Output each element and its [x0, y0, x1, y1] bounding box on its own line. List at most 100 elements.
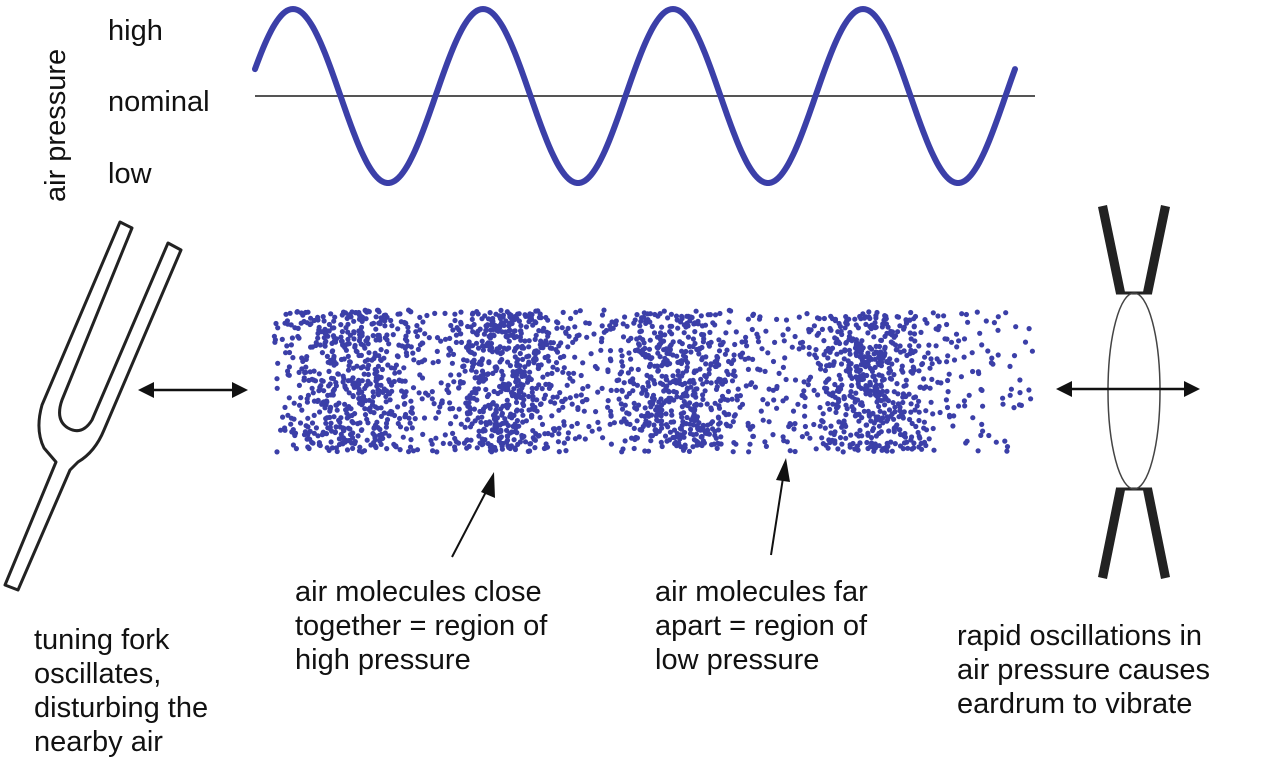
- molecule-dot: [497, 324, 503, 330]
- molecule-dot: [668, 342, 674, 348]
- molecule-dot: [545, 317, 551, 323]
- molecule-dot: [305, 415, 311, 421]
- molecule-dot: [375, 391, 381, 397]
- molecule-dot: [516, 311, 522, 317]
- molecule-dot: [359, 332, 365, 339]
- molecule-dot: [473, 390, 479, 396]
- molecule-dot: [452, 311, 458, 317]
- molecule-dot: [743, 383, 749, 389]
- molecule-dot: [879, 377, 886, 383]
- molecule-dot: [406, 449, 412, 455]
- molecule-dot: [724, 347, 730, 353]
- molecule-dot: [638, 328, 645, 334]
- molecule-dot: [772, 339, 778, 345]
- molecule-dot: [817, 362, 824, 368]
- molecule-dot: [537, 414, 543, 421]
- molecule-dot: [353, 348, 359, 354]
- molecule-dot: [534, 408, 540, 414]
- molecule-dot: [344, 341, 350, 347]
- molecule-dot: [659, 373, 665, 379]
- molecule-dot: [356, 338, 362, 344]
- molecule-dot: [658, 333, 664, 339]
- molecule-dot: [704, 379, 710, 385]
- molecule-dot: [976, 370, 982, 377]
- molecule-dot: [943, 397, 950, 403]
- molecule-dot: [560, 404, 566, 410]
- molecule-dot: [499, 319, 505, 326]
- molecule-dot: [633, 434, 639, 441]
- molecule-dot: [504, 346, 510, 352]
- molecule-dot: [346, 438, 352, 444]
- molecule-dot: [290, 427, 296, 433]
- molecule-dot: [400, 434, 406, 440]
- molecule-dot: [857, 401, 864, 407]
- molecule-dot: [889, 329, 896, 335]
- molecule-dot: [605, 368, 611, 375]
- molecule-dot: [327, 408, 333, 414]
- molecule-dot: [359, 449, 365, 455]
- molecule-dot: [522, 439, 529, 445]
- molecule-dot: [518, 330, 524, 336]
- molecule-dot: [916, 368, 922, 374]
- molecule-dot: [733, 329, 739, 335]
- molecule-dot: [930, 425, 936, 432]
- molecule-dot: [661, 338, 667, 344]
- molecule-dot: [494, 403, 500, 409]
- molecule-dot: [801, 388, 807, 394]
- molecule-dot: [684, 364, 690, 370]
- molecule-dot: [675, 372, 681, 378]
- molecule-dot: [666, 389, 672, 395]
- molecule-dot: [492, 411, 498, 417]
- molecule-dot: [974, 309, 980, 315]
- molecule-dot: [342, 401, 348, 407]
- molecule-dot: [679, 422, 685, 429]
- molecule-dot: [528, 376, 534, 383]
- molecule-dot: [475, 328, 481, 334]
- molecule-dot: [843, 340, 849, 346]
- molecule-dot: [490, 370, 496, 376]
- molecule-dot: [333, 445, 339, 451]
- molecule-dot: [374, 405, 381, 411]
- molecule-dot: [806, 377, 812, 383]
- molecule-dot: [505, 443, 511, 449]
- molecule-dot: [680, 419, 686, 425]
- molecule-dot: [582, 436, 588, 442]
- molecule-dot: [329, 340, 335, 346]
- molecule-dot: [903, 319, 910, 325]
- molecule-dot: [622, 438, 628, 444]
- molecule-dot: [942, 336, 948, 342]
- molecule-dot: [520, 412, 526, 418]
- molecule-dot: [462, 368, 468, 374]
- molecule-dot: [750, 356, 756, 362]
- molecule-dot: [846, 316, 852, 322]
- molecule-dot: [576, 434, 582, 440]
- molecule-dot: [692, 329, 698, 335]
- molecule-dot: [280, 414, 286, 420]
- molecule-dot: [325, 392, 331, 398]
- molecule-dot: [661, 308, 667, 314]
- molecule-dot: [1000, 395, 1006, 401]
- molecule-dot: [450, 405, 456, 412]
- molecule-dot: [321, 318, 327, 324]
- molecule-dot: [376, 334, 383, 340]
- molecule-dot: [434, 335, 441, 341]
- molecule-dot: [674, 353, 680, 359]
- molecule-dot: [381, 410, 387, 416]
- molecule-dot: [687, 421, 693, 427]
- molecule-dot: [645, 352, 652, 359]
- molecule-dot: [377, 426, 383, 432]
- molecule-dot: [835, 329, 841, 335]
- molecule-dot: [639, 390, 645, 396]
- tick-high: high: [108, 15, 163, 47]
- molecule-dot: [669, 412, 675, 418]
- molecule-dot: [476, 433, 482, 439]
- molecule-dot: [729, 396, 735, 402]
- molecule-dot: [1016, 402, 1023, 408]
- molecule-dot: [760, 417, 766, 423]
- molecule-dot: [311, 368, 317, 374]
- molecule-dot: [297, 420, 304, 426]
- molecule-dot: [819, 435, 825, 441]
- molecule-dot: [529, 385, 535, 391]
- molecule-dot: [453, 332, 459, 338]
- molecule-dot: [286, 364, 292, 370]
